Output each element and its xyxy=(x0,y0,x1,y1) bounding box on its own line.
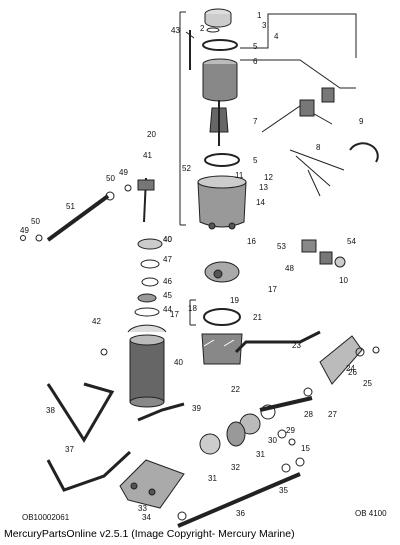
callout-41: 41 xyxy=(143,151,152,160)
callout-31: 31 xyxy=(208,474,217,483)
reference-code-left: OB10002061 xyxy=(22,513,70,522)
callout-5: 5 xyxy=(253,156,258,165)
callout-5: 5 xyxy=(253,42,258,51)
callout-27: 27 xyxy=(328,410,337,419)
callout-20: 20 xyxy=(147,130,156,139)
part-oring-top xyxy=(202,39,238,51)
callout-2: 2 xyxy=(200,24,205,33)
callout-53: 53 xyxy=(277,242,286,251)
callout-16: 16 xyxy=(247,237,256,246)
part-fill-cap xyxy=(137,238,163,250)
callout-17: 17 xyxy=(170,310,179,319)
part-manifold-27 xyxy=(319,335,363,385)
callout-10: 10 xyxy=(339,276,348,285)
callout-26: 26 xyxy=(348,368,357,377)
callout-13: 13 xyxy=(259,183,268,192)
callout-21: 21 xyxy=(253,313,262,322)
callout-14: 14 xyxy=(256,198,265,207)
part-tube-23 xyxy=(234,330,321,354)
callout-22: 22 xyxy=(231,385,240,394)
callout-17: 17 xyxy=(268,285,277,294)
callout-36: 36 xyxy=(236,509,245,518)
part-washer xyxy=(206,27,220,33)
callout-18: 18 xyxy=(188,304,197,313)
bracket-17 xyxy=(189,299,196,326)
part-tube-37 xyxy=(46,450,132,492)
part-trim-sender xyxy=(301,239,317,253)
part-shaft-36 xyxy=(177,472,301,528)
callout-35: 35 xyxy=(279,486,288,495)
part-valve-body xyxy=(201,333,243,365)
callout-28: 28 xyxy=(304,410,313,419)
callout-19: 19 xyxy=(230,296,239,305)
callout-45: 45 xyxy=(163,291,172,300)
callout-33: 33 xyxy=(138,504,147,513)
callout-39: 39 xyxy=(192,404,201,413)
part-tube-38 xyxy=(46,382,115,443)
part-reservoir-tank xyxy=(129,339,165,403)
callout-46: 46 xyxy=(163,277,172,286)
part-motor-housing xyxy=(202,64,238,102)
callout-40: 40 xyxy=(163,235,172,244)
part-pump-body xyxy=(197,181,247,228)
callout-40: 40 xyxy=(174,358,183,367)
callout-1: 1 xyxy=(257,11,262,20)
callout-12: 12 xyxy=(264,173,273,182)
callout-51: 51 xyxy=(66,202,75,211)
callout-50: 50 xyxy=(106,174,115,183)
image-caption: MercuryPartsOnline v2.5.1 (Image Copyrig… xyxy=(4,528,295,540)
callout-24: 24 xyxy=(346,364,355,373)
callout-9: 9 xyxy=(359,117,364,126)
callout-11: 11 xyxy=(235,171,244,180)
bracket-20 xyxy=(179,11,186,226)
callout-6: 6 xyxy=(253,57,258,66)
part-oring-21 xyxy=(203,308,241,326)
callout-49: 49 xyxy=(20,226,29,235)
callout-8: 8 xyxy=(316,143,321,152)
reference-code-right: OB 4100 xyxy=(355,509,387,518)
callout-32: 32 xyxy=(231,463,240,472)
callout-49: 49 xyxy=(119,168,128,177)
part-oring-lower xyxy=(204,153,240,167)
callout-7: 7 xyxy=(253,117,258,126)
callout-40: 40 xyxy=(163,235,172,244)
callout-3: 3 xyxy=(262,21,267,30)
callout-15: 15 xyxy=(301,444,310,453)
callout-48: 48 xyxy=(285,264,294,273)
callout-30: 30 xyxy=(268,436,277,445)
callout-50: 50 xyxy=(31,217,40,226)
callout-44: 44 xyxy=(163,305,172,314)
callout-4: 4 xyxy=(274,32,279,41)
callout-38: 38 xyxy=(46,406,55,415)
part-tube-39 xyxy=(137,402,185,422)
callout-52: 52 xyxy=(182,164,191,173)
callout-42: 42 xyxy=(92,317,101,326)
callout-47: 47 xyxy=(163,255,172,264)
callout-31: 31 xyxy=(256,450,265,459)
callout-29: 29 xyxy=(286,426,295,435)
callout-43: 43 xyxy=(171,26,180,35)
callout-25: 25 xyxy=(363,379,372,388)
callout-23: 23 xyxy=(292,341,301,350)
part-base-bracket xyxy=(119,459,185,509)
callout-34: 34 xyxy=(142,513,151,522)
part-shaft-51 xyxy=(46,194,110,242)
callout-37: 37 xyxy=(65,445,74,454)
callout-54: 54 xyxy=(347,237,356,246)
